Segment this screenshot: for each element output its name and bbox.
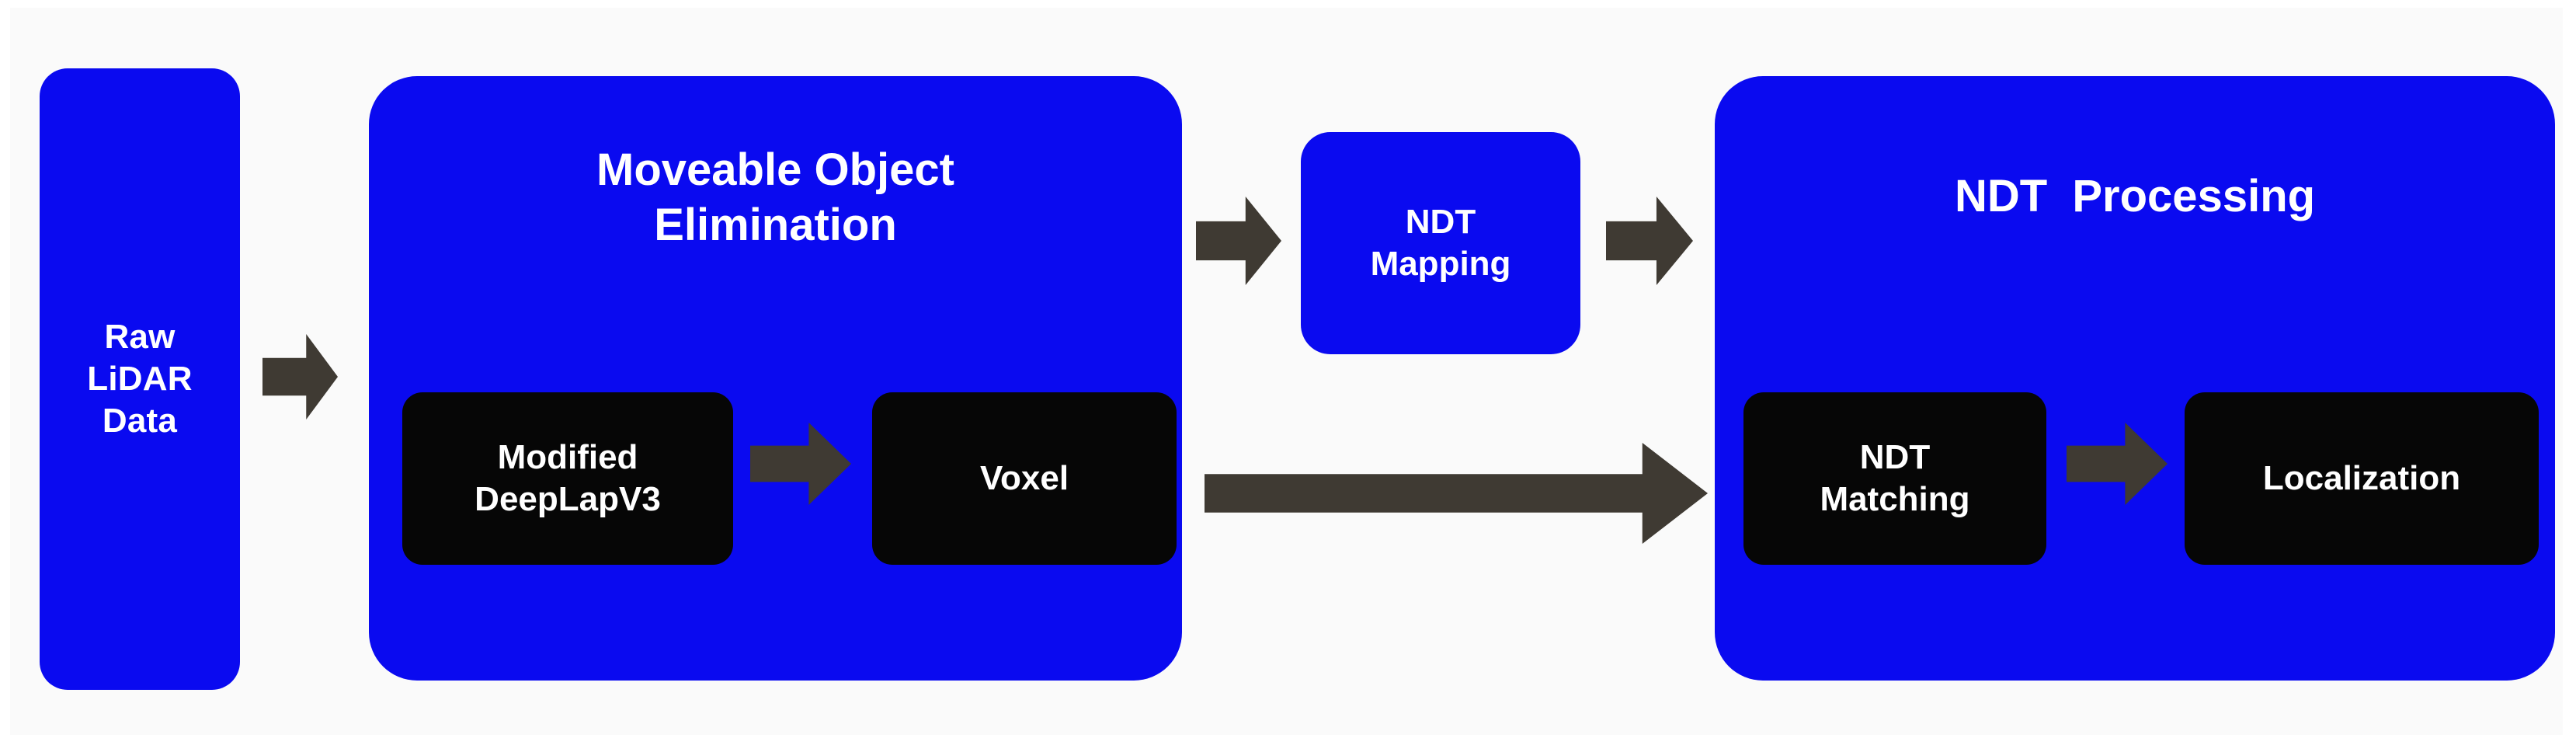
diagram-canvas: Raw LiDAR Data Moveable Object Eliminati… [10,8,2563,735]
node-modified-deeplabv3[interactable]: Modified DeepLapV3 [402,392,733,565]
node-moveable-object-elimination[interactable]: Moveable Object Elimination [369,76,1182,681]
node-ndt-matching[interactable]: NDT Matching [1743,392,2046,565]
node-raw-lidar-data[interactable]: Raw LiDAR Data [40,68,240,690]
arrow-elimination-to-ndt-matching-icon [1205,443,1708,544]
node-ndt-mapping[interactable]: NDT Mapping [1301,132,1580,354]
arrow-raw-to-elimination-icon [262,334,338,420]
node-localization[interactable]: Localization [2185,392,2539,565]
node-ndt-processing-label: NDT Processing [1954,171,2316,221]
arrow-ndt-mapping-to-ndt-processing-icon [1606,197,1693,285]
node-voxel[interactable]: Voxel [872,392,1177,565]
node-ndt-processing[interactable]: NDT Processing [1715,76,2555,681]
node-moveable-object-elimination-label: Moveable Object Elimination [596,144,954,250]
arrow-elimination-to-ndt-mapping-icon [1196,197,1281,285]
